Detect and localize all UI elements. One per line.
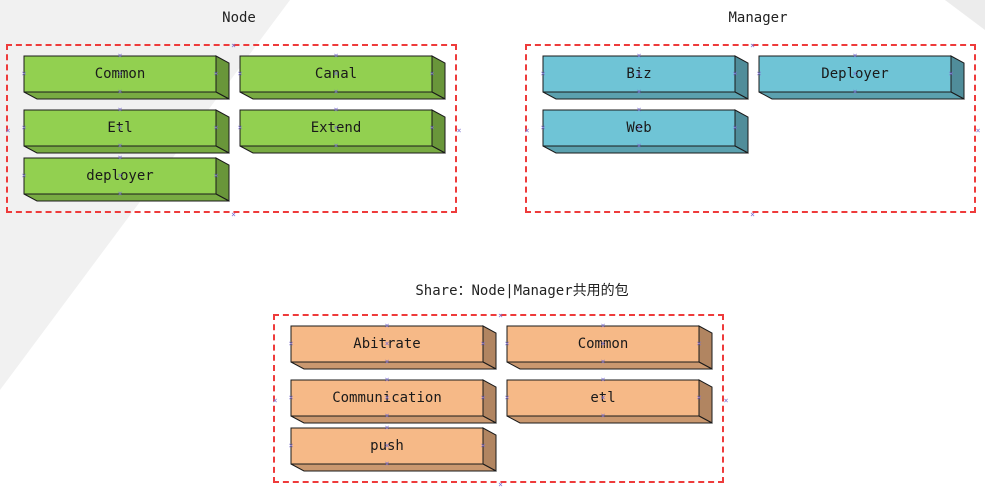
- package-bottom-face: [23, 91, 230, 100]
- package-label: Abitrate: [353, 336, 421, 352]
- package-bottom-face: [239, 91, 446, 100]
- package-front-face: [758, 55, 952, 93]
- package-front-face: [542, 55, 736, 93]
- package-bottom-face: [506, 415, 713, 424]
- package-label: Deployer: [821, 66, 889, 82]
- package-bottom-face: [542, 145, 749, 154]
- package-box-shape: [290, 427, 497, 472]
- package-manager-biz[interactable]: Biz ×××××: [541, 52, 749, 100]
- package-bottom-face: [290, 415, 497, 424]
- package-manager-web[interactable]: Web ×××××: [541, 106, 749, 154]
- package-node-extend[interactable]: Extend ×××××: [238, 106, 446, 154]
- package-bottom-face: [506, 361, 713, 370]
- package-box-shape: [239, 109, 446, 154]
- background-triangle-right: [945, 0, 985, 30]
- share-group-title: Share：Node|Manager共用的包: [415, 283, 629, 299]
- package-node-common[interactable]: Common ×××××: [22, 52, 230, 100]
- package-label: etl: [590, 390, 616, 406]
- package-box-shape: [542, 109, 749, 154]
- package-box-shape: [506, 325, 713, 370]
- package-label: Communication: [332, 390, 442, 406]
- package-front-face: [290, 379, 484, 417]
- package-bottom-face: [542, 91, 749, 100]
- x-mark-icon: ×: [231, 41, 236, 50]
- x-mark-icon: ×: [750, 41, 755, 50]
- package-front-face: [290, 427, 484, 465]
- package-box-shape: [239, 55, 446, 100]
- package-box-shape: [542, 55, 749, 100]
- package-share-abitrate[interactable]: Abitrate ×××××: [289, 322, 497, 370]
- package-box-shape: [23, 109, 230, 154]
- package-bottom-face: [239, 145, 446, 154]
- package-share-etl[interactable]: etl ×××××: [505, 376, 713, 424]
- package-box-shape: [290, 379, 497, 424]
- package-label: Web: [626, 120, 652, 136]
- package-front-face: [506, 379, 700, 417]
- package-bottom-face: [23, 193, 230, 202]
- package-bottom-face: [290, 463, 497, 472]
- package-box-shape: [23, 157, 230, 202]
- package-label: push: [370, 438, 404, 454]
- package-bottom-face: [23, 145, 230, 154]
- node-group-title: Node: [222, 10, 256, 26]
- package-box-shape: [290, 325, 497, 370]
- package-box-shape: [758, 55, 965, 100]
- package-node-etl[interactable]: Etl ×××××: [22, 106, 230, 154]
- package-label: deployer: [86, 168, 154, 184]
- package-share-communication[interactable]: Communication ×××××: [289, 376, 497, 424]
- package-share-common[interactable]: Common ×××××: [505, 322, 713, 370]
- x-mark-icon: ×: [498, 311, 503, 320]
- package-front-face: [23, 55, 217, 93]
- package-label: Extend: [310, 120, 362, 136]
- package-label: Biz: [626, 66, 652, 82]
- x-mark-icon: ×: [272, 395, 278, 405]
- package-front-face: [23, 109, 217, 147]
- package-label: Common: [577, 336, 629, 352]
- package-label: Common: [94, 66, 146, 82]
- x-mark-icon: ×: [5, 125, 11, 135]
- manager-group-title: Manager: [728, 10, 788, 26]
- package-front-face: [239, 55, 433, 93]
- package-label: Canal: [314, 66, 358, 82]
- x-mark-icon: ×: [524, 125, 530, 135]
- package-front-face: [23, 157, 217, 195]
- package-manager-deployer[interactable]: Deployer ×××××: [757, 52, 965, 100]
- package-bottom-face: [758, 91, 965, 100]
- package-share-push[interactable]: push ×××××: [289, 424, 497, 472]
- package-front-face: [290, 325, 484, 363]
- package-front-face: [542, 109, 736, 147]
- package-bottom-face: [290, 361, 497, 370]
- package-label: Etl: [107, 120, 133, 136]
- package-front-face: [506, 325, 700, 363]
- package-box-shape: [23, 55, 230, 100]
- package-box-shape: [506, 379, 713, 424]
- package-node-deployer[interactable]: deployer ×××××: [22, 154, 230, 202]
- package-node-canal[interactable]: Canal ×××××: [238, 52, 446, 100]
- package-front-face: [239, 109, 433, 147]
